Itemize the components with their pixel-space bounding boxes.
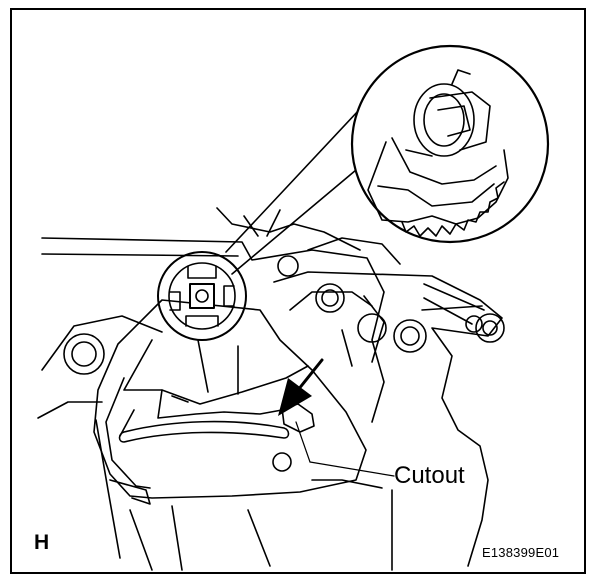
panel-letter: H xyxy=(34,531,50,554)
figure-code: E138399E01 xyxy=(482,545,560,560)
callout-leader-line xyxy=(295,421,311,463)
detail-magnifier xyxy=(225,44,550,275)
cutout-label: Cutout xyxy=(394,462,465,489)
illustration-frame: Cutout H E138399E01 xyxy=(10,8,586,574)
switch-rotor xyxy=(157,251,247,341)
transmission-housing xyxy=(37,207,505,571)
park-neutral-switch-diagram xyxy=(37,44,550,571)
switch-body xyxy=(93,299,367,505)
cutout-arrow xyxy=(278,358,324,416)
